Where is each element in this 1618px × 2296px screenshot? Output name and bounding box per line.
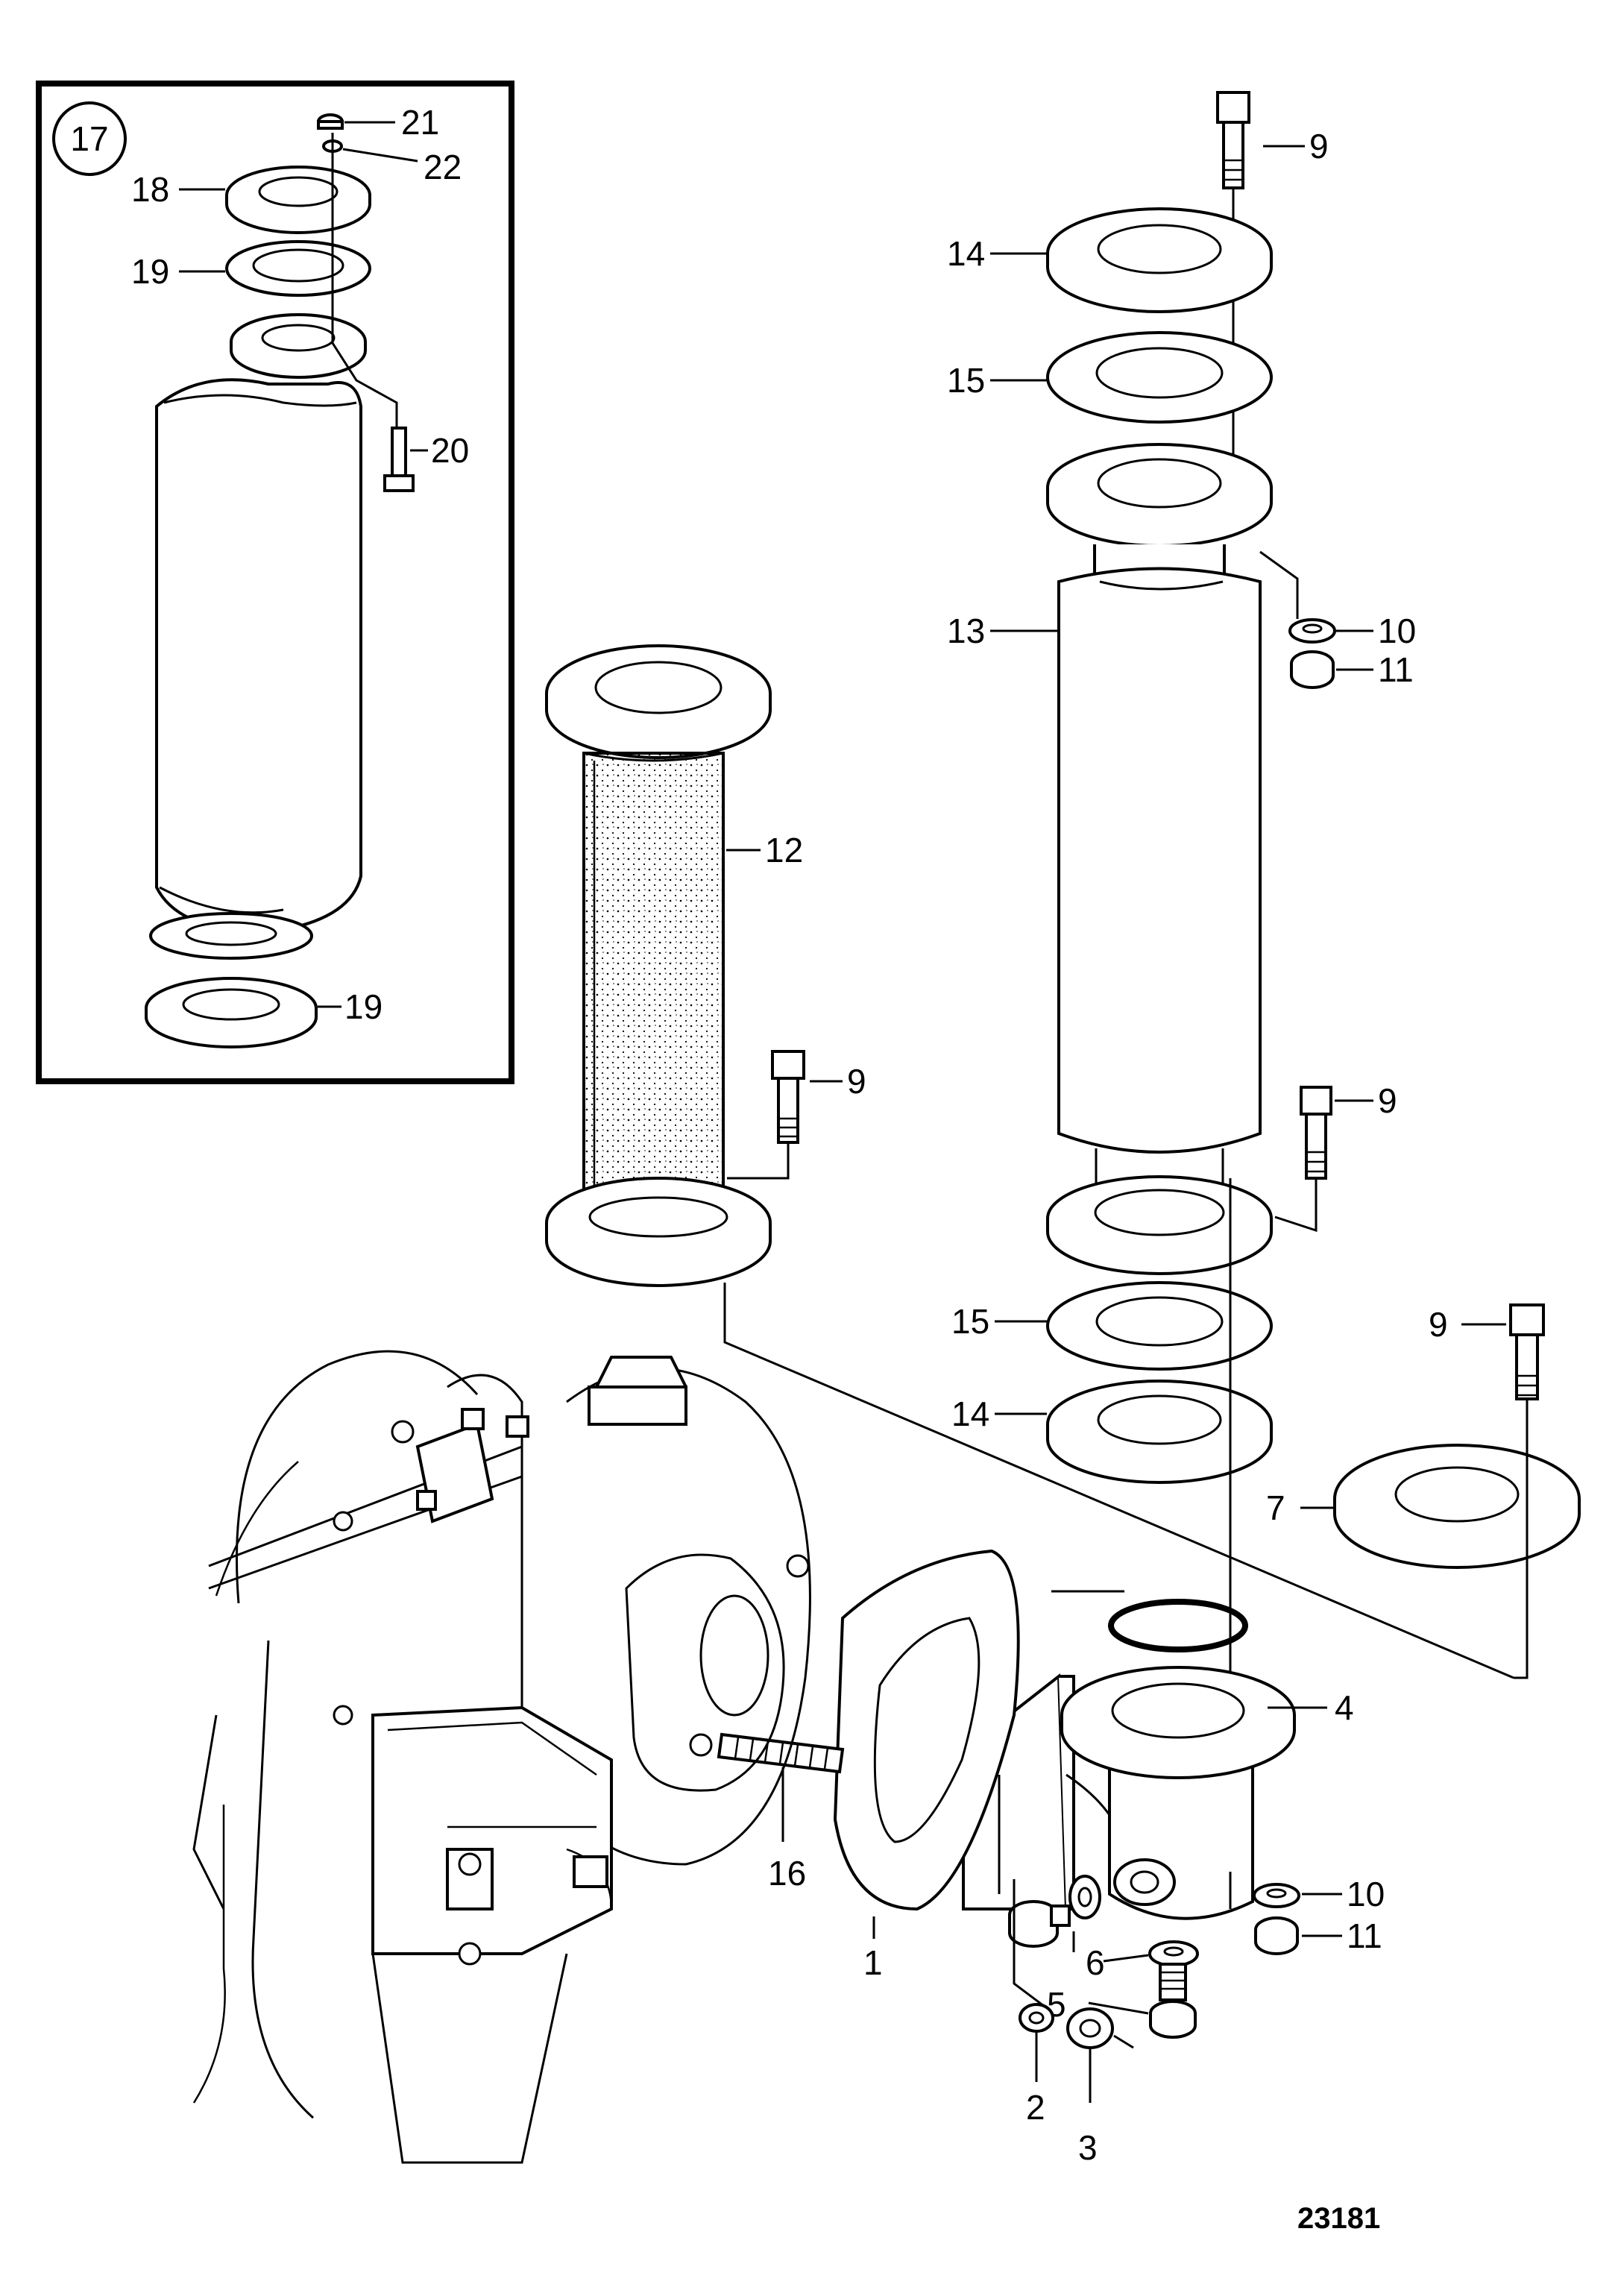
washer-10-bottom <box>1253 1883 1300 1908</box>
label-10-top: 10 <box>1378 611 1416 650</box>
nut-11-bottom <box>1254 1916 1299 1955</box>
gasket-1: 1 <box>833 1549 1020 1982</box>
figure-number: 23181 <box>1297 2202 1380 2235</box>
inset-nut-21 <box>317 113 344 130</box>
label-10-bottom: 10 <box>1347 1875 1385 1913</box>
washer-6 <box>1068 1875 1101 1919</box>
label-9-right: 9 <box>1378 1081 1397 1120</box>
bellows-pipe-12: 12 <box>545 644 803 1287</box>
nut-3 <box>1066 2007 1114 2049</box>
inset-gasket-19-top <box>225 240 371 297</box>
turbocharger-housing <box>192 1350 811 2164</box>
right-muffler-stack: 9 14 15 13 10 11 9 15 14 <box>947 91 1416 1879</box>
label-13: 13 <box>947 611 985 650</box>
label-21: 21 <box>401 103 439 142</box>
inset-number-circle <box>52 101 127 176</box>
label-20: 20 <box>431 431 469 470</box>
washer-10-top <box>1288 618 1336 644</box>
bolt-9-right <box>1300 1086 1332 1180</box>
o-ring <box>1108 1599 1248 1652</box>
label-18: 18 <box>131 170 169 209</box>
stud-16: 16 <box>717 1732 845 1893</box>
mounting-line <box>723 1283 1514 1679</box>
flange-7-assembly: 9 7 <box>723 1283 1581 1679</box>
muffler-13-bottom-flange <box>1046 1148 1273 1275</box>
bolt-9-right-axis <box>1274 1178 1318 1233</box>
label-3: 3 <box>1078 2128 1098 2167</box>
gasket-15-bottom <box>1046 1281 1273 1371</box>
flange-14-top <box>1046 207 1273 313</box>
label-14-top: 14 <box>947 234 985 273</box>
label-14-bottom: 14 <box>951 1394 989 1433</box>
inset-frame <box>36 81 514 1084</box>
label-16: 16 <box>768 1854 806 1893</box>
inset-muffler-bottom-flange <box>149 912 313 960</box>
muffler-13-top-flange <box>1046 443 1273 547</box>
washer-2 <box>1019 2003 1054 2033</box>
label-15-bottom: 15 <box>951 1302 989 1341</box>
label-12: 12 <box>765 831 803 869</box>
label-19-bottom: 19 <box>344 987 383 1026</box>
label-7: 7 <box>1266 1488 1285 1527</box>
bolt-9-middle: 9 <box>727 1050 866 1180</box>
label-6: 6 <box>1086 1943 1105 1982</box>
label-4: 4 <box>1335 1688 1354 1727</box>
label-9-lower: 9 <box>1429 1305 1448 1344</box>
label-11-bottom: 11 <box>1347 1916 1382 1955</box>
label-2: 2 <box>1026 2088 1045 2127</box>
plug <box>1008 1900 1071 1948</box>
inset-flange-18 <box>225 166 371 234</box>
label-22: 22 <box>424 148 462 186</box>
label-15-top: 15 <box>947 361 985 400</box>
label-9-middle: 9 <box>847 1062 866 1101</box>
inset-muffler-top-flange <box>230 313 367 379</box>
label-1: 1 <box>863 1943 883 1982</box>
label-11-top: 11 <box>1378 650 1414 689</box>
washer-near-5 <box>1148 1940 1199 1967</box>
label-19-top: 19 <box>131 252 169 291</box>
nut-11-top <box>1290 650 1335 689</box>
inset-number: 17 <box>70 119 108 158</box>
muffler-13-body <box>1057 544 1262 1154</box>
leader-to-washer-top <box>1259 550 1299 619</box>
inset-gasket-19-bottom <box>145 977 318 1048</box>
exhaust-elbow-4: 4 <box>962 1590 1354 1920</box>
leader-22 <box>342 148 418 163</box>
bolt-9-top <box>1216 91 1250 189</box>
label-9-top: 9 <box>1309 127 1329 166</box>
inset-muffler-body <box>155 378 362 934</box>
inset-panel: 17 <box>36 81 514 1084</box>
bolt-5 <box>1149 1963 1197 2039</box>
inset-bolt-20 <box>383 427 415 492</box>
flange-14-bottom <box>1046 1380 1273 1484</box>
small-hardware: 6 5 10 11 <box>1008 1875 1385 2167</box>
gasket-15-top <box>1046 331 1273 424</box>
inset-bolt-axis <box>331 133 398 428</box>
